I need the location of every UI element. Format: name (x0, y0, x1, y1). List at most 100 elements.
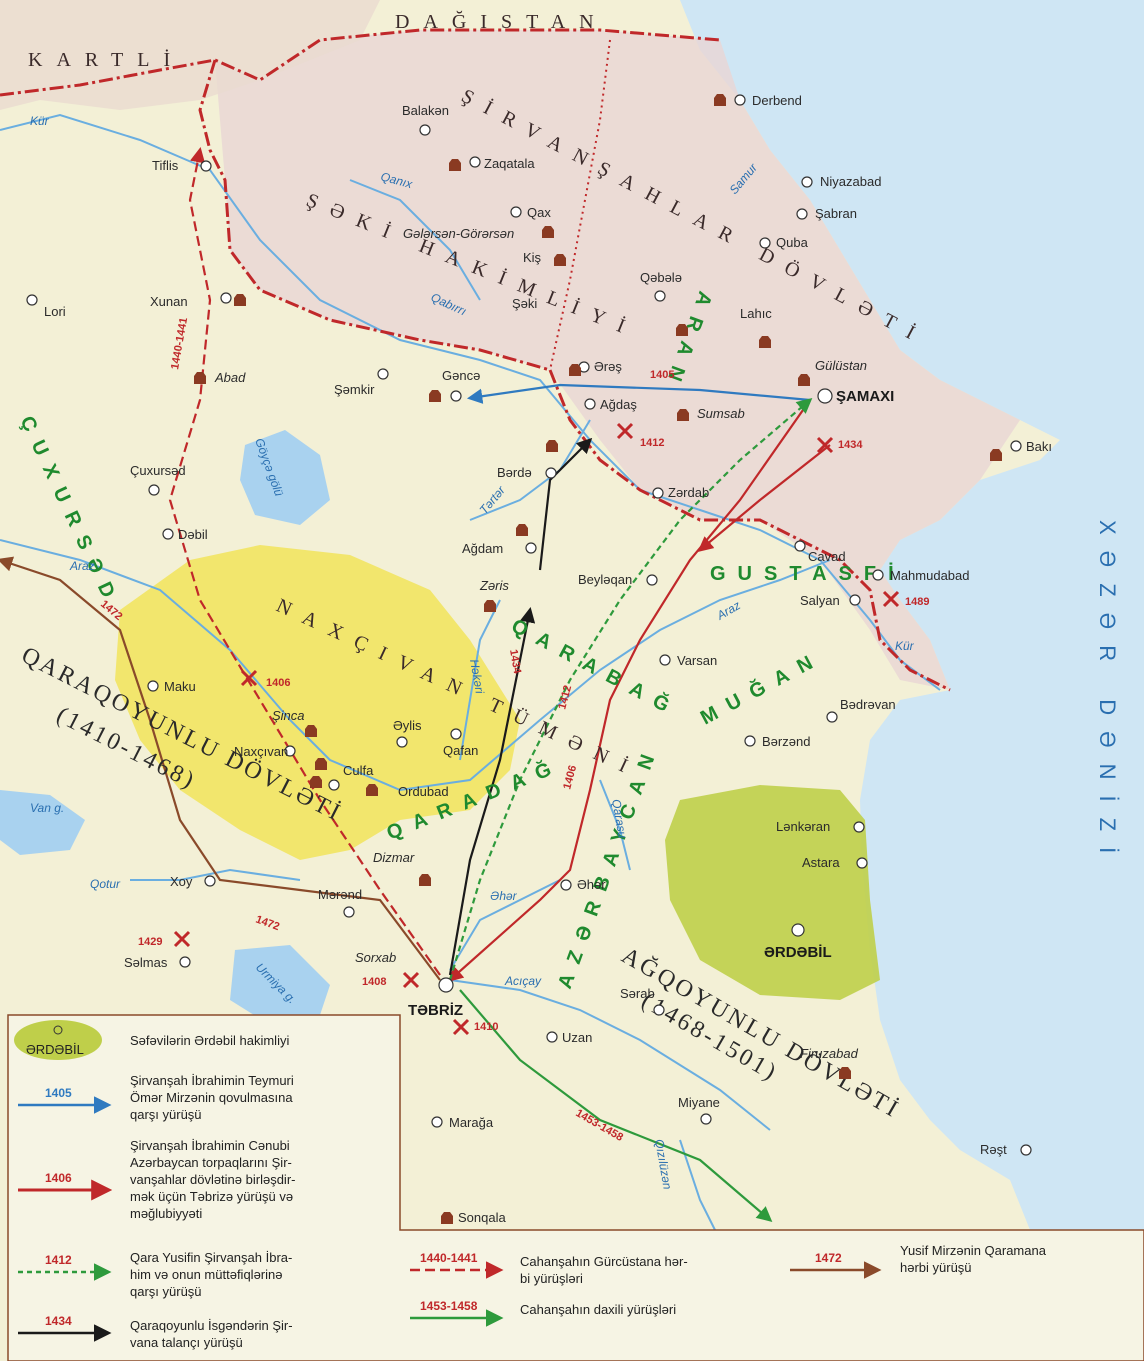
legend-1453-year: 1453-1458 (420, 1299, 478, 1313)
route-black-1 (448, 606, 536, 976)
van-lake (0, 790, 85, 855)
legend: ƏRDƏBİL Səfəvilərin Ərdəbil hakimliyi 14… (7, 1014, 1144, 1361)
legend-1412-year: 1412 (45, 1253, 72, 1267)
legend-1440-text-1: bi yürüşləri (520, 1271, 583, 1286)
legend-1405-year: 1405 (45, 1086, 72, 1100)
year-1434b: 1434 (507, 648, 523, 675)
legend-1405-text-0: Şirvanşah İbrahimin Teymuri (130, 1073, 294, 1088)
river-kura: Kür (895, 639, 915, 653)
goyce-lake (240, 430, 330, 525)
city-serab: Sərab (620, 986, 655, 1001)
city-qebele: Qəbələ (640, 270, 682, 285)
river-qarasu: Qarasu (609, 798, 630, 840)
legend-1440-text-0: Cahanşahın Gürcüstana hər- (520, 1254, 688, 1269)
caspian-sea (680, 0, 1144, 1230)
city-merend: Mərənd (318, 887, 362, 902)
naxcivan-area (115, 545, 520, 860)
city-gelersen: Gələrsən-Görərsən (403, 226, 514, 241)
region-dagistan: DAĞISTAN (395, 10, 608, 33)
city-tebriz: TƏBRİZ (408, 1002, 463, 1019)
year-1489: 1489 (905, 596, 929, 608)
urmia-lake (230, 945, 330, 1025)
legend-1406-text-4: məğlubiyyəti (130, 1206, 202, 1221)
city-agdash: Ağdaş (600, 397, 637, 412)
city-sorxab: Sorxab (355, 950, 396, 965)
city-lori: Lori (44, 304, 66, 319)
city-niyazabad: Niyazabad (820, 174, 881, 189)
year-1406a: 1406 (266, 677, 290, 689)
city-sonqala: Sonqala (458, 1210, 506, 1225)
route-1406 (447, 399, 811, 983)
city-eresh: Ərəş (594, 359, 622, 374)
borders (0, 28, 951, 692)
city-balakan: Balakən (402, 103, 449, 118)
city-ardabil: ƏRDƏBİL (764, 944, 832, 961)
legend-1453-text-0: Cahanşahın daxili yürüşləri (520, 1302, 676, 1317)
legend-1472-text-1: hərbi yürüşü (900, 1260, 972, 1275)
city-zaqatala: Zaqatala (484, 156, 535, 171)
rivers (0, 113, 941, 1241)
city-maku: Maku (164, 679, 196, 694)
legend-1434-text-0: Qaraqoyunlu İsgəndərin Şir- (130, 1318, 293, 1333)
legend-1412-text-0: Qara Yusifin Şirvanşah İbra- (130, 1250, 292, 1265)
city-astara: Astara (802, 855, 840, 870)
legend-ardabil-label: ƏRDƏBİL (26, 1042, 84, 1057)
city-qax: Qax (527, 205, 551, 220)
region-kartli: KARTLİ (28, 48, 184, 71)
route-1472 (0, 556, 441, 981)
city-varsan: Varsan (677, 653, 717, 668)
city-gence: Gəncə (442, 368, 480, 383)
city-culfa: Culfa (343, 763, 374, 778)
city-mahmudabad: Mahmudabad (890, 568, 970, 583)
city-debil: Dəbil (178, 527, 208, 542)
legend-1405-text-2: qarşı yürüşü (130, 1107, 202, 1122)
legend-1406-text-2: vanşahlar dövlətinə birləşdir- (130, 1172, 295, 1187)
year-1412: 1412 (640, 437, 664, 449)
city-uzan: Uzan (562, 1030, 592, 1045)
city-eylis: Əylis (393, 718, 422, 733)
city-tiflis: Tiflis (152, 158, 179, 173)
routes (0, 146, 831, 1223)
city-lenkeran: Lənkəran (776, 819, 830, 834)
legend-1434-year: 1434 (45, 1314, 72, 1328)
legend-1406-text-0: Şirvanşah İbrahimin Cənubi (130, 1138, 290, 1153)
legend-1434-text-1: vana talançı yürüşü (130, 1335, 243, 1350)
city-firuzabad: Firuzabad (800, 1046, 859, 1061)
city-kiy: Kiş (523, 250, 542, 265)
region-gustasfi: GUSTASFİ (710, 562, 906, 585)
legend-1412-text-2: qarşı yürüşü (130, 1284, 202, 1299)
river-araz: Araz (69, 559, 95, 573)
river-acicay: Acıçay (504, 974, 542, 988)
city-zerdab: Zərdab (668, 485, 709, 500)
legend-1440-year: 1440-1441 (420, 1251, 478, 1265)
city-cavad: Cavad (808, 549, 846, 564)
city-shinca: Şinca (272, 708, 305, 723)
year-1429: 1429 (138, 936, 162, 948)
route-1405 (466, 383, 811, 404)
city-derbend: Derbend (752, 93, 802, 108)
legend-ardabil-text: Səfəvilərin Ərdəbil hakimliyi (130, 1033, 289, 1048)
city-bedrevan: Bədrəvan (840, 697, 896, 712)
city-xunan: Xunan (150, 294, 188, 309)
city-naxcivan: Naxçıvan (234, 744, 288, 759)
battle-icons (173, 422, 900, 1036)
sheki-border (549, 39, 611, 371)
legend-1472-text-0: Yusif Mirzənin Qaramana (900, 1243, 1047, 1258)
city-meraga: Marağa (449, 1115, 494, 1130)
year-1410: 1410 (474, 1021, 498, 1033)
city-dizmar: Dizmar (373, 850, 415, 865)
route-1412 (448, 397, 813, 981)
city-gulustan: Gülüstan (815, 358, 867, 373)
city-cuxursed: Çuxursəd (130, 463, 186, 478)
shirvan-area (215, 30, 1020, 690)
lake-van: Van g. (30, 801, 64, 815)
cities (26, 94, 1032, 1156)
route-1434 (697, 444, 831, 552)
city-selmas: Səlmas (124, 955, 168, 970)
city-berzend: Bərzənd (762, 734, 810, 749)
route-black-2 (538, 437, 593, 571)
sea-label: XƏZƏR DƏNİZİ (1095, 520, 1120, 869)
city-ordubad: Ordubad (398, 784, 449, 799)
city-xoy: Xoy (170, 874, 193, 889)
river-kur: Kür (30, 114, 50, 128)
